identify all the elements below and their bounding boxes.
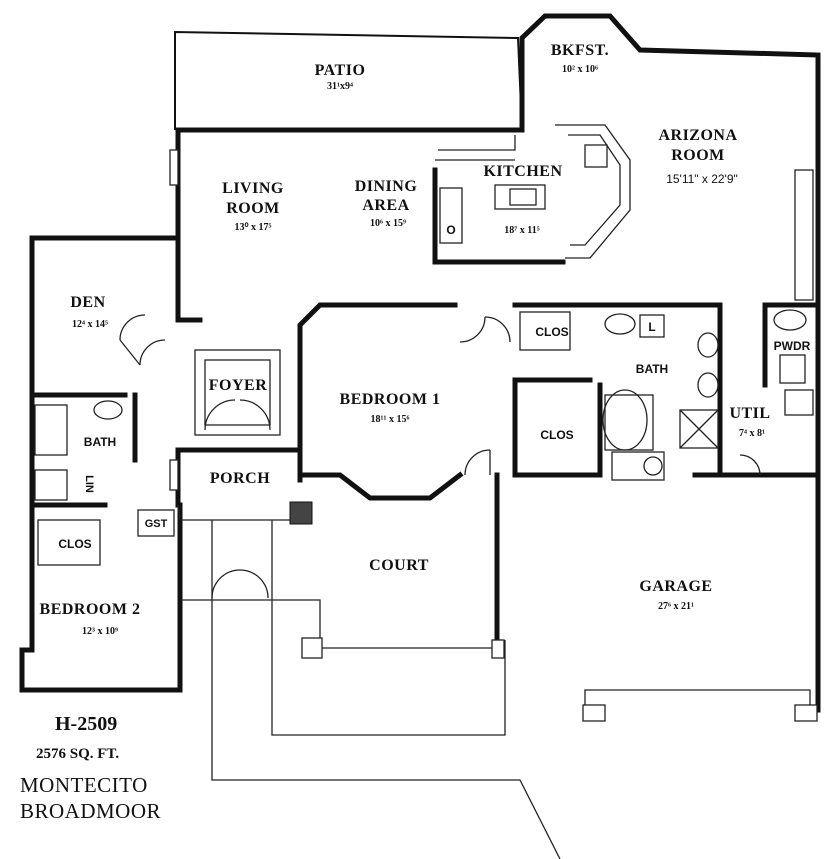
bedroom2-dim: 12³ x 10⁹: [82, 626, 118, 637]
lin-label: LIN: [83, 475, 95, 493]
room-labels: PATIO 31¹x9⁴ BKFST. 10² x 10⁶ ARIZONA RO…: [40, 42, 811, 637]
garage-label: GARAGE: [639, 578, 712, 595]
porch-label: PORCH: [210, 470, 270, 487]
foyer-label: FOYER: [209, 377, 268, 394]
clos2-label: CLOS: [58, 537, 91, 551]
living-dim: 13⁰ x 17⁵: [234, 222, 271, 233]
arizona-label-2: ROOM: [671, 147, 725, 164]
court-label: COURT: [369, 557, 429, 574]
bedroom1-label: BEDROOM 1: [340, 391, 441, 408]
util-dim: 7⁴ x 8¹: [739, 428, 765, 439]
oven-label: O: [446, 223, 455, 237]
arizona-dim: 15'11" x 22'9": [666, 172, 738, 186]
patio-label: PATIO: [315, 62, 366, 79]
plan-id: H-2509: [55, 713, 118, 735]
patio-dim: 31¹x9⁴: [327, 81, 353, 92]
exterior-walls: [19, 13, 821, 713]
util-label: UTIL: [729, 405, 770, 422]
dining-label-1: DINING: [355, 178, 418, 195]
interior-lines: [34, 124, 818, 859]
clos-master-label: CLOS: [540, 428, 573, 442]
clos-upper-label: CLOS: [535, 325, 568, 339]
bath2-label: BATH: [84, 435, 116, 449]
arizona-label-1: ARIZONA: [658, 127, 737, 144]
bedroom2-label: BEDROOM 2: [40, 601, 141, 618]
bkfst-label: BKFST.: [551, 42, 609, 59]
kitchen-dim: 18⁷ x 11⁵: [504, 225, 539, 236]
living-label-1: LIVING: [222, 180, 284, 197]
master-bath-label: BATH: [636, 362, 668, 376]
living-label-2: ROOM: [226, 200, 280, 217]
pwdr-label: PWDR: [774, 339, 811, 353]
bedroom1-dim: 18¹¹ x 15⁶: [371, 414, 410, 425]
bkfst-dim: 10² x 10⁶: [562, 64, 598, 75]
model-name-1: MONTECITO: [20, 773, 148, 797]
gst-label: GST: [145, 518, 168, 530]
dining-dim: 10⁶ x 15⁹: [370, 218, 406, 229]
den-label: DEN: [70, 294, 105, 311]
square-footage: 2576 SQ. FT.: [36, 746, 120, 762]
laundry-l-label: L: [648, 320, 655, 334]
dining-label-2: AREA: [362, 197, 409, 214]
garage-dim: 27⁶ x 21¹: [658, 601, 694, 612]
den-dim: 12⁴ x 14⁵: [72, 319, 108, 330]
kitchen-label: KITCHEN: [483, 163, 562, 180]
model-name-2: BROADMOOR: [20, 799, 162, 823]
